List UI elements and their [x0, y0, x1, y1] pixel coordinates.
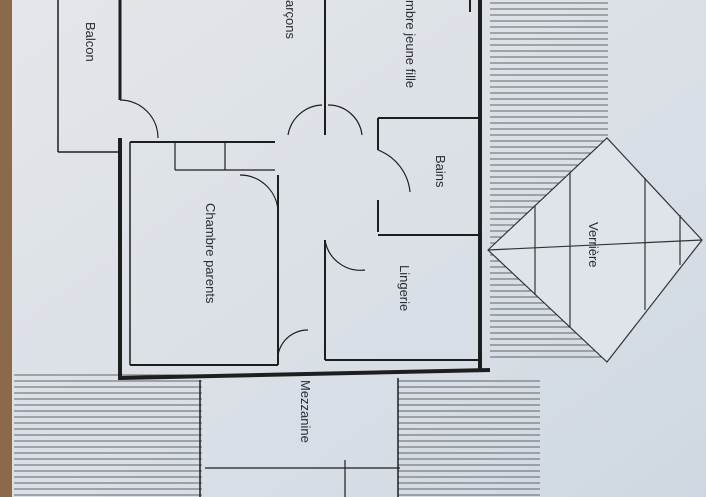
label-chambre-parents: Chambre parents — [203, 203, 218, 304]
wood-table-edge — [0, 0, 12, 497]
label-balcon: Balcon — [83, 22, 98, 62]
room-labels: Balcon arçons mbre jeune fille Bains Cha… — [83, 0, 601, 443]
verriere-skylight — [487, 137, 703, 363]
label-chambre-garcons: arçons — [283, 0, 298, 40]
label-mezzanine: Mezzanine — [298, 380, 313, 443]
label-chambre-jeune-fille: mbre jeune fille — [403, 0, 418, 88]
label-verriere: Verrière — [586, 222, 601, 268]
label-lingerie: Lingerie — [397, 265, 412, 311]
walls — [57, 0, 491, 497]
label-bains: Bains — [433, 155, 448, 188]
door-swings — [119, 99, 411, 366]
